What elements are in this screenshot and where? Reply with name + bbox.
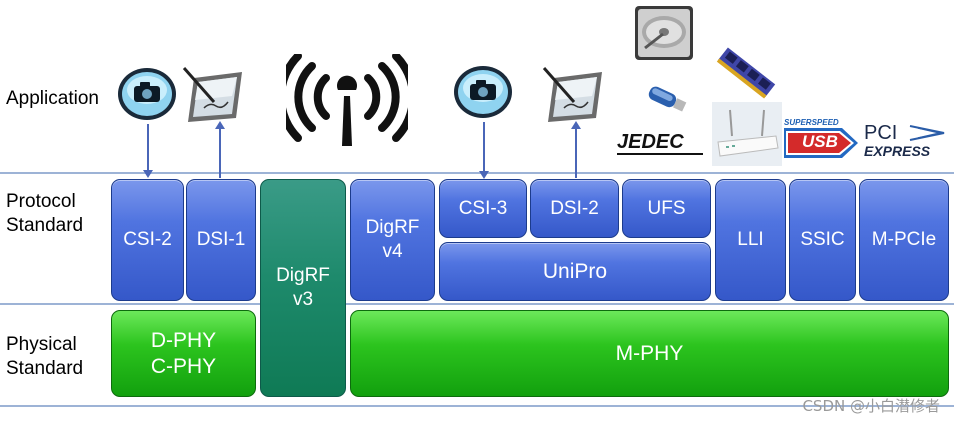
- wifi-router-icon: [712, 102, 782, 166]
- pci-label: PCI: [864, 122, 898, 144]
- memory-chip-icon: [710, 44, 782, 102]
- block-dsi-1: DSI-1: [186, 179, 256, 301]
- arrowhead-up-icon: [215, 121, 225, 129]
- row-label-physical-standard: Physical Standard: [6, 334, 84, 379]
- pci-express-arrow-icon: [909, 125, 945, 141]
- arrowhead-down-icon: [143, 170, 153, 178]
- row-label-protocol-standard: Protocol Standard: [6, 191, 84, 236]
- usb-superspeed-logo: SUPERSPEED USB: [784, 118, 860, 162]
- jedec-underline-icon: [617, 153, 703, 155]
- block-digrf-v3: DigRF v3: [260, 179, 346, 397]
- divider-top: [0, 172, 954, 174]
- block-m-pcie: M-PCIe: [859, 179, 949, 301]
- block-lli: LLI: [715, 179, 786, 301]
- block-d-phy-c-phy: D-PHY C-PHY: [111, 310, 256, 397]
- block-ssic: SSIC: [789, 179, 856, 301]
- usb-superspeed-label: SUPERSPEED: [784, 118, 839, 127]
- camera-icon: [118, 68, 176, 120]
- arrow-camera-to-csi2: [147, 124, 149, 171]
- block-digrf-v4: DigRF v4: [350, 179, 435, 301]
- tablet-pen-icon: [542, 67, 602, 122]
- block-csi-2: CSI-2: [111, 179, 184, 301]
- express-label: EXPRESS: [864, 143, 931, 159]
- usb-label: USB: [802, 132, 838, 151]
- divider-middle: [0, 303, 954, 305]
- block-csi-3: CSI-3: [439, 179, 527, 238]
- block-m-phy: M-PHY: [350, 310, 949, 397]
- arrow-dsi2-to-tablet: [575, 128, 577, 178]
- wireless-signal-icon: [286, 54, 408, 146]
- jedec-logo: JEDEC: [617, 131, 684, 153]
- arrowhead-up-icon: [571, 121, 581, 129]
- camera-icon: [454, 66, 512, 118]
- hard-drive-icon: [635, 6, 693, 60]
- usb-arrow-icon: [784, 128, 858, 158]
- row-label-application: Application: [6, 88, 99, 109]
- tablet-pen-icon: [182, 67, 242, 122]
- arrow-dsi1-to-tablet: [219, 128, 221, 178]
- arrow-camera-to-csi3: [483, 122, 485, 172]
- watermark: CSDN @小白潜修者: [802, 397, 940, 415]
- divider-bottom: [0, 405, 954, 407]
- arrowhead-down-icon: [479, 171, 489, 179]
- block-unipro: UniPro: [439, 242, 711, 301]
- block-dsi-2: DSI-2: [530, 179, 619, 238]
- block-ufs: UFS: [622, 179, 711, 238]
- usb-stick-icon: [648, 86, 687, 112]
